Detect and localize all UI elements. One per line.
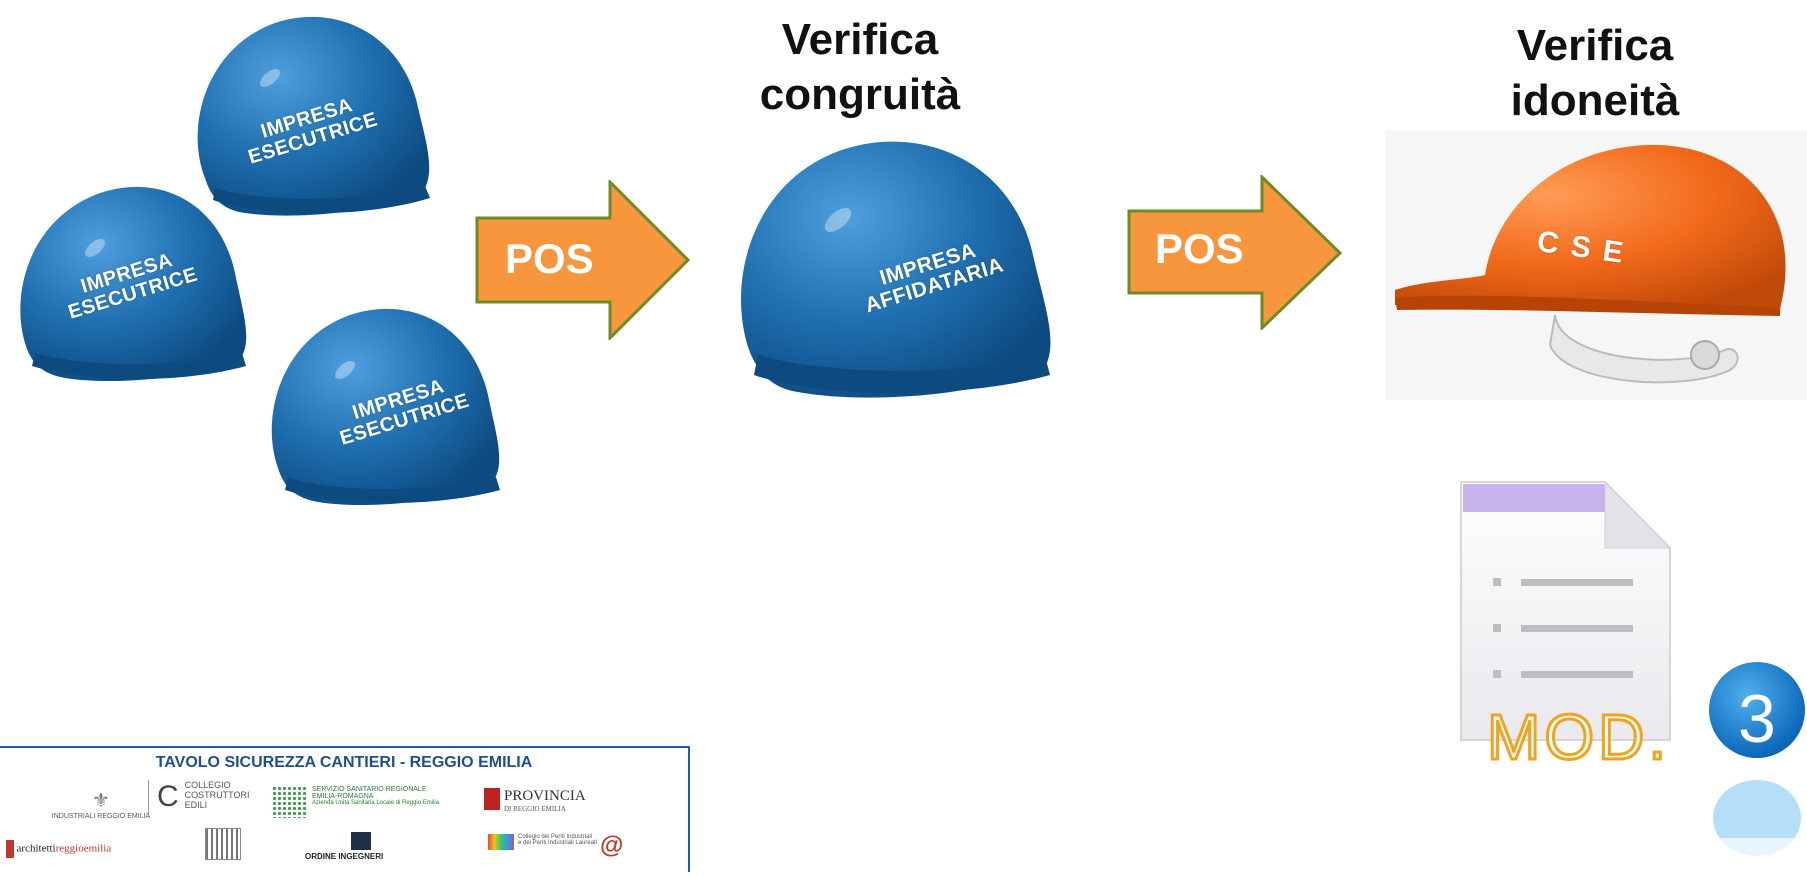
blue-helmet-icon (197, 16, 430, 216)
collegio-c-icon: C (157, 780, 179, 813)
helmet-impresa-esecutrice-2: IMPRESA ESECUTRICE (10, 178, 250, 388)
provincia-line2: DI REGGIO EMILIA (504, 805, 566, 813)
title-verifica-congruita: Verifica congruità (730, 12, 990, 122)
logo-periti-industriali: Collegio dei Periti Industriali e dei Pe… (488, 834, 638, 850)
periti-bars-icon (488, 834, 514, 850)
mod-3-document: MOD. 3 (1455, 478, 1807, 872)
title-line2: congruità (759, 70, 961, 119)
mod-label: MOD. (1485, 700, 1671, 775)
title-verifica-idoneita: Verifica idoneità (1470, 18, 1720, 128)
logo-servizio-sanitario: SERVIZIO SANITARIO REGIONALE EMILIA-ROMA… (272, 786, 472, 818)
blue-helmet-icon (741, 141, 1051, 398)
logo-ordine-ingegneri: ORDINE INGEGNERI (305, 832, 425, 861)
title-line1: Verifica (781, 15, 939, 64)
sponsor-logos-panel: TAVOLO SICUREZZA CANTIERI - REGGIO EMILI… (0, 746, 690, 872)
orange-helmet-icon (1385, 130, 1807, 400)
provincia-line1: PROVINCIA (504, 788, 586, 804)
helmet-impresa-esecutrice-1: IMPRESA ESECUTRICE (185, 8, 435, 223)
collegio-line3: EDILI (184, 800, 208, 810)
servizio-line1: SERVIZIO SANITARIO REGIONALE (312, 786, 427, 793)
dotted-grid-icon (272, 786, 306, 818)
blue-helmet-icon (20, 186, 247, 382)
pos-arrow-2: POS (1127, 173, 1343, 332)
ingegneri-mark-icon (351, 832, 371, 850)
pos-arrow-1: POS (475, 178, 691, 342)
helmet-impresa-affidataria: IMPRESA AFFIDATARIA (728, 130, 1058, 410)
helmet-impresa-esecutrice-3: IMPRESA ESECUTRICE (260, 300, 505, 512)
logo-architetti: architettireggioemilia (6, 840, 186, 858)
architetti-city: reggioemilia (55, 842, 112, 855)
mod-number: 3 (1738, 681, 1776, 757)
logo-provincia: PROVINCIA DI REGGIO EMILIA (484, 788, 614, 813)
logo-collegio-costruttori: C COLLEGIO COSTRUTTORI EDILI (148, 780, 267, 814)
collegio-line2: COSTRUTTORI (184, 790, 250, 800)
periti-line1: Collegio dei Periti Industriali (518, 834, 593, 840)
right-arrow-icon (1127, 173, 1343, 332)
architetti-text: architetti (16, 842, 56, 855)
periti-line2: e dei Periti Industriali Laureati (518, 840, 598, 846)
logo-red-swirl: @ (600, 832, 624, 859)
industriali-emblem-icon: ⚜ (92, 790, 110, 812)
servizio-line3: Azienda Unità Sanitaria Locale di Reggio… (312, 800, 440, 806)
architetti-mark-icon (6, 840, 14, 858)
provincia-shield-icon (484, 788, 500, 810)
pos-label-1: POS (505, 235, 594, 282)
right-arrow-icon (475, 178, 691, 342)
logo-industriali: ⚜ INDUSTRIALI REGGIO EMILIA (46, 788, 156, 820)
ingegneri-text: ORDINE INGEGNERI (305, 852, 384, 861)
logo-building (205, 828, 241, 860)
servizio-line2: EMILIA-ROMAGNA (312, 793, 374, 800)
document-icon (1460, 480, 1807, 872)
title-line2: idoneità (1510, 76, 1680, 125)
number-circle-icon (1709, 662, 1805, 758)
logos-header: TAVOLO SICUREZZA CANTIERI - REGGIO EMILI… (155, 754, 533, 771)
blue-helmet-icon (271, 308, 500, 505)
logo-industriali-text: INDUSTRIALI REGGIO EMILIA (51, 813, 151, 820)
pos-label-2: POS (1155, 225, 1244, 272)
collegio-line1: COLLEGIO (184, 780, 231, 790)
helmet-cse: C S E (1385, 130, 1807, 400)
title-line1: Verifica (1516, 21, 1674, 70)
